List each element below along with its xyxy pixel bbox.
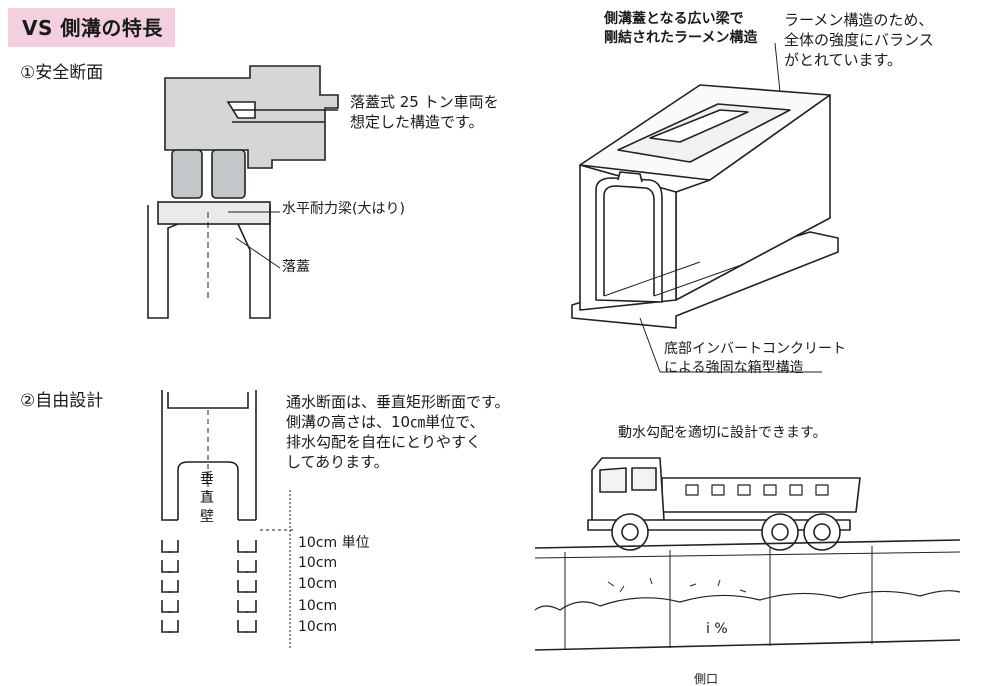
callout-strength-balance: ラーメン構造のため、 全体の強度にバランス がとれています。: [784, 11, 934, 69]
beam-label: 水平耐力梁(大はり): [282, 201, 405, 217]
cover-note: 落蓋式 25 トン車両を 想定した構造です。: [350, 93, 499, 131]
vertical-section-drawing: [161, 390, 296, 650]
box-culvert-drawing: [571, 84, 839, 329]
channel-drawing: [534, 539, 961, 651]
truck-caption: 動水勾配を適切に設計できます。: [618, 425, 827, 441]
section-heading-design: ②自由設計: [20, 391, 104, 411]
dim-label: 10cm: [298, 555, 338, 571]
callout-ramen-beam: 側溝蓋となる広い梁で 剛結されたラーメン構造: [604, 11, 758, 46]
dim-label: 10cm: [298, 598, 338, 614]
lid-label: 落蓋: [282, 259, 310, 275]
dim-label: 10cm: [298, 619, 338, 635]
dim-label-unit: 10cm 単位: [298, 535, 370, 551]
slope-label: i %: [706, 621, 728, 637]
dim-label: 10cm: [298, 576, 338, 592]
page-title: VS 側溝の特長: [8, 8, 175, 47]
vertical-wall-label: 垂 直 壁: [200, 471, 214, 525]
design-note: 通水断面は、垂直矩形断面です。 側溝の高さは、10㎝単位で、 排水勾配を自在にと…: [286, 393, 510, 471]
callout-invert-concrete: 底部インバートコンクリート による強固な箱型構造: [664, 341, 846, 376]
section-heading-safety: ①安全断面: [20, 63, 104, 83]
bottom-cut-label: 側口: [694, 672, 719, 686]
truck-drawing: [587, 457, 861, 551]
cover-section-drawing: [147, 65, 339, 319]
